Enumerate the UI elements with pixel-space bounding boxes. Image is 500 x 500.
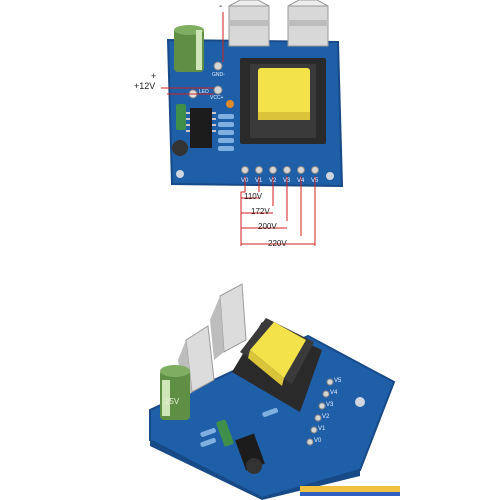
bottom-heatsink-back [210,283,247,360]
bottom-small-capacitor [246,458,262,474]
bottom-green-component [216,419,234,447]
supply-annotation-lines [161,12,224,95]
pin-label-v1: V1 [255,178,263,184]
vcc-terminal [213,85,223,95]
bottom-pin-label-v2: V2 [322,414,330,420]
resistor-array [218,114,234,151]
bottom-pin-label-v3: V3 [326,402,334,408]
top-transformer [240,58,326,144]
bottom-output-pins [306,378,334,446]
gnd-terminal [213,61,223,71]
minus-label: - [219,1,223,12]
plus-label: + [151,71,157,81]
bottom-pin-label-v4: V4 [330,390,338,396]
heatsink-left [228,0,270,47]
small-capacitor [172,140,188,156]
top-board-photo [161,0,344,246]
voltage-tap-200: 200V [258,222,277,231]
pin-label-v0: V0 [241,178,249,184]
green-component [176,104,186,130]
pin-label-v4: V4 [297,178,305,184]
voltage-tap-220: 220V [268,239,287,248]
heatsink-right [287,0,329,47]
bottom-mounting-hole [355,397,365,407]
mounting-hole [326,172,334,180]
bottom-pin-label-v0: V0 [314,438,322,444]
pin-label-v3: V3 [283,178,291,184]
bottom-transformer [232,318,322,412]
bottom-board-photo [149,283,400,500]
bottom-capacitor [160,365,190,420]
vcc-silkscreen: VCC+ [210,95,224,101]
pin-label-v2: V2 [269,178,277,184]
supply-voltage-label: +12V [134,81,156,91]
pin-label-v5: V5 [311,178,319,184]
led-silkscreen: LED [199,89,209,95]
mounting-hole [176,170,184,178]
bottom-resistors [200,407,278,447]
bottom-pin-label-v5: V5 [334,378,342,384]
voltage-tap-110: 110V [244,192,263,201]
capacitor-voltage-mark: 25V [165,397,180,406]
bottom-strip [300,486,400,494]
output-pin-holes [241,166,319,174]
voltage-tap-172: 172V [251,207,270,216]
top-capacitor [174,25,204,72]
orange-capacitor [226,100,234,108]
bottom-pin-label-v1: V1 [318,426,326,432]
ic-chip [186,108,216,148]
voltage-tap-lines [240,176,316,246]
gnd-silkscreen: GND- [212,72,225,78]
